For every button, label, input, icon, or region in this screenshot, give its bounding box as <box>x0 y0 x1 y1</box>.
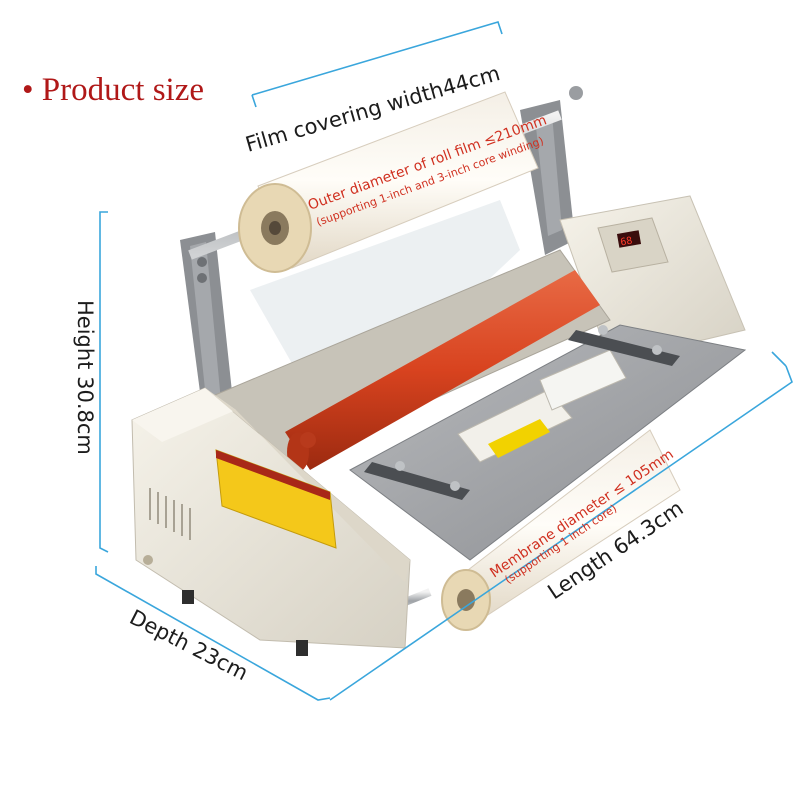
height-label: Height 30.8cm <box>73 300 97 455</box>
left-bracket <box>180 232 235 430</box>
top-film-roll <box>238 91 539 273</box>
right-bracket <box>520 86 583 255</box>
product-size-heading: • Product size <box>22 72 205 108</box>
temperature-display <box>616 230 642 248</box>
feed-tray <box>349 324 747 561</box>
length-dimension-line <box>329 365 793 701</box>
svg-text:68: 68 <box>620 236 634 249</box>
film-width-dimension-line <box>251 21 503 96</box>
depth-dimension-line <box>95 566 331 701</box>
dimension-lines <box>95 21 793 701</box>
vent-grille <box>149 488 191 540</box>
left-housing <box>131 387 411 656</box>
foot-front <box>296 640 308 656</box>
warning-label <box>488 419 550 458</box>
right-paper-guide <box>568 330 680 366</box>
foot-left <box>182 590 194 604</box>
power-socket <box>143 555 153 565</box>
left-paper-guide <box>364 462 470 500</box>
height-dimension-line <box>99 211 109 553</box>
